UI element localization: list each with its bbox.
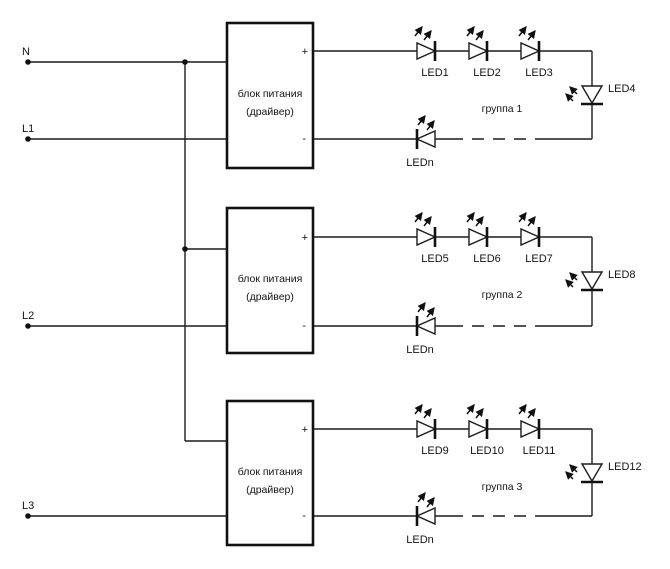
driver-title-line1: блок питания — [238, 273, 303, 285]
driver-title-line2: (драйвер) — [246, 106, 294, 118]
driver-title-line2: (драйвер) — [246, 484, 294, 496]
terminal-n-label: N — [22, 46, 30, 58]
led7-symbol — [519, 213, 539, 247]
led9-symbol — [415, 405, 435, 439]
led4-symbol — [566, 86, 603, 104]
driver-outline — [225, 21, 315, 170]
driver-box-3: блок питания (драйвер) + - — [225, 399, 315, 547]
led-label: LED9 — [421, 445, 449, 457]
led11-symbol — [519, 405, 539, 439]
led-label: LED7 — [525, 253, 553, 265]
group-label: группа 2 — [482, 289, 523, 301]
corner-led-label: LED12 — [608, 461, 642, 473]
junction-dot-2 — [182, 246, 188, 252]
led12-symbol — [566, 464, 603, 482]
terminal-l2-dot — [25, 323, 31, 329]
minus-terminal-label: - — [302, 133, 306, 145]
led-group-1: LED1 LED2 LED3 LED4 LEDn группа 1 — [313, 27, 636, 169]
ledn-symbol — [417, 303, 435, 336]
ledn-symbol — [417, 116, 435, 149]
driver-title-line2: (драйвер) — [246, 291, 294, 303]
terminal-l2-label: L2 — [22, 310, 34, 322]
corner-led-label: LED4 — [608, 83, 636, 95]
return-led-label: LEDn — [406, 534, 434, 546]
driver-title-line1: блок питания — [238, 88, 303, 100]
terminal-l3-label: L3 — [22, 500, 34, 512]
led3-symbol — [519, 27, 539, 61]
terminals: N L1 L2 L3 — [22, 46, 188, 519]
minus-terminal-label: - — [302, 320, 306, 332]
driver-outline — [225, 399, 315, 547]
terminal-l1-dot — [25, 136, 31, 142]
return-led-label: LEDn — [406, 157, 434, 169]
led-label: LED1 — [421, 67, 449, 79]
driver-box-2: блок питания (драйвер) + - — [225, 206, 315, 355]
led-label: LED10 — [470, 445, 504, 457]
group-label: группа 1 — [482, 103, 523, 115]
led6-symbol — [467, 213, 487, 247]
led-label: LED5 — [421, 253, 449, 265]
driver-outline — [225, 206, 315, 355]
terminal-l3-dot — [25, 513, 31, 519]
return-led-label: LEDn — [406, 344, 434, 356]
plus-terminal-label: + — [302, 232, 308, 244]
led-label: LED11 — [523, 445, 556, 457]
led-group-3: LED9 LED10 LED11 LED12 LEDn группа 3 — [313, 405, 642, 546]
group-label: группа 3 — [482, 481, 523, 493]
minus-terminal-label: - — [302, 510, 306, 522]
led-group-2: LED5 LED6 LED7 LED8 LEDn группа 2 — [313, 213, 636, 356]
led1-symbol — [415, 27, 435, 61]
ledn-symbol — [417, 493, 435, 526]
terminal-l1-label: L1 — [22, 123, 34, 135]
junction-dot-1 — [182, 59, 188, 65]
led-label: LED6 — [473, 253, 501, 265]
led10-symbol — [467, 405, 487, 439]
corner-led-label: LED8 — [608, 269, 636, 281]
plus-terminal-label: + — [302, 424, 308, 436]
plus-terminal-label: + — [302, 46, 308, 58]
led-label: LED2 — [473, 67, 501, 79]
mains-wiring — [28, 61, 227, 517]
led8-symbol — [566, 272, 603, 290]
led5-symbol — [415, 213, 435, 247]
terminal-n-dot — [25, 59, 31, 65]
driver-title-line1: блок питания — [238, 466, 303, 478]
driver-box-1: блок питания (драйвер) + - — [225, 21, 315, 170]
led2-symbol — [467, 27, 487, 61]
led-label: LED3 — [525, 67, 553, 79]
